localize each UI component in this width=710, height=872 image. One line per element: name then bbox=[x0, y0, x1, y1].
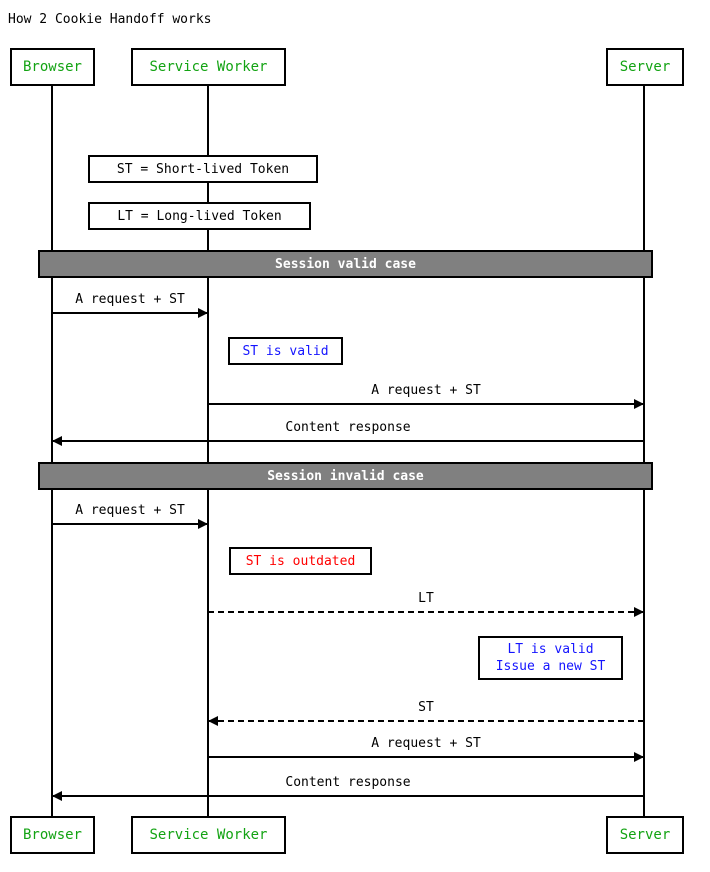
arrowhead-right-icon bbox=[634, 752, 644, 762]
message-a-request-st-3: A request + ST bbox=[52, 503, 208, 535]
section-bar-session-valid-case: Session valid case bbox=[38, 250, 653, 278]
message-label: A request + ST bbox=[371, 383, 481, 398]
message-a-request-st-6: A request + ST bbox=[208, 736, 644, 768]
message-lt-4: LT bbox=[208, 591, 644, 623]
message-line-solid bbox=[52, 523, 208, 525]
participant-bottom-server[interactable]: Server bbox=[606, 816, 684, 854]
participant-top-server[interactable]: Server bbox=[606, 48, 684, 86]
message-label: Content response bbox=[285, 420, 411, 435]
message-label: Content response bbox=[285, 775, 411, 790]
participant-top-service-worker[interactable]: Service Worker bbox=[131, 48, 286, 86]
note-line: ST is valid bbox=[242, 343, 329, 359]
legend-note-lt-long-lived-token: LT = Long-lived Token bbox=[88, 202, 311, 230]
page-title: How 2 Cookie Handoff works bbox=[8, 12, 212, 27]
arrowhead-right-icon bbox=[198, 308, 208, 318]
message-label: LT bbox=[418, 591, 434, 606]
legend-note-st-short-lived-token: ST = Short-lived Token bbox=[88, 155, 318, 183]
lifeline-service-worker bbox=[207, 86, 209, 816]
message-label: A request + ST bbox=[75, 292, 185, 307]
message-label: A request + ST bbox=[75, 503, 185, 518]
message-line-dashed bbox=[208, 720, 644, 722]
lifeline-browser bbox=[51, 86, 53, 816]
note-line: ST is outdated bbox=[245, 553, 356, 569]
message-content-response-2: Content response bbox=[52, 420, 644, 452]
arrowhead-left-icon bbox=[208, 716, 218, 726]
message-label: A request + ST bbox=[371, 736, 481, 751]
message-line-solid bbox=[52, 312, 208, 314]
message-a-request-st-0: A request + ST bbox=[52, 292, 208, 324]
message-line-dashed bbox=[208, 611, 644, 613]
note-line: LT = Long-lived Token bbox=[117, 208, 282, 224]
message-line-solid bbox=[208, 756, 644, 758]
arrowhead-right-icon bbox=[634, 607, 644, 617]
message-line-solid bbox=[52, 795, 644, 797]
participant-bottom-service-worker[interactable]: Service Worker bbox=[131, 816, 286, 854]
message-a-request-st-1: A request + ST bbox=[208, 383, 644, 415]
section-bar-session-invalid-case: Session invalid case bbox=[38, 462, 653, 490]
note-line: LT is valid bbox=[507, 642, 594, 657]
note-st-is-valid: ST is valid bbox=[228, 337, 343, 365]
participant-bottom-browser[interactable]: Browser bbox=[10, 816, 95, 854]
message-line-solid bbox=[52, 440, 644, 442]
lifeline-server bbox=[643, 86, 645, 816]
note-st-is-outdated: ST is outdated bbox=[229, 547, 372, 575]
note-line: ST = Short-lived Token bbox=[116, 161, 290, 177]
arrowhead-left-icon bbox=[52, 791, 62, 801]
arrowhead-right-icon bbox=[198, 519, 208, 529]
message-line-solid bbox=[208, 403, 644, 405]
message-label: ST bbox=[418, 700, 434, 715]
note-line: Issue a new ST bbox=[495, 659, 606, 674]
message-content-response-7: Content response bbox=[52, 775, 644, 807]
participant-top-browser[interactable]: Browser bbox=[10, 48, 95, 86]
arrowhead-left-icon bbox=[52, 436, 62, 446]
arrowhead-right-icon bbox=[634, 399, 644, 409]
message-st-5: ST bbox=[208, 700, 644, 732]
